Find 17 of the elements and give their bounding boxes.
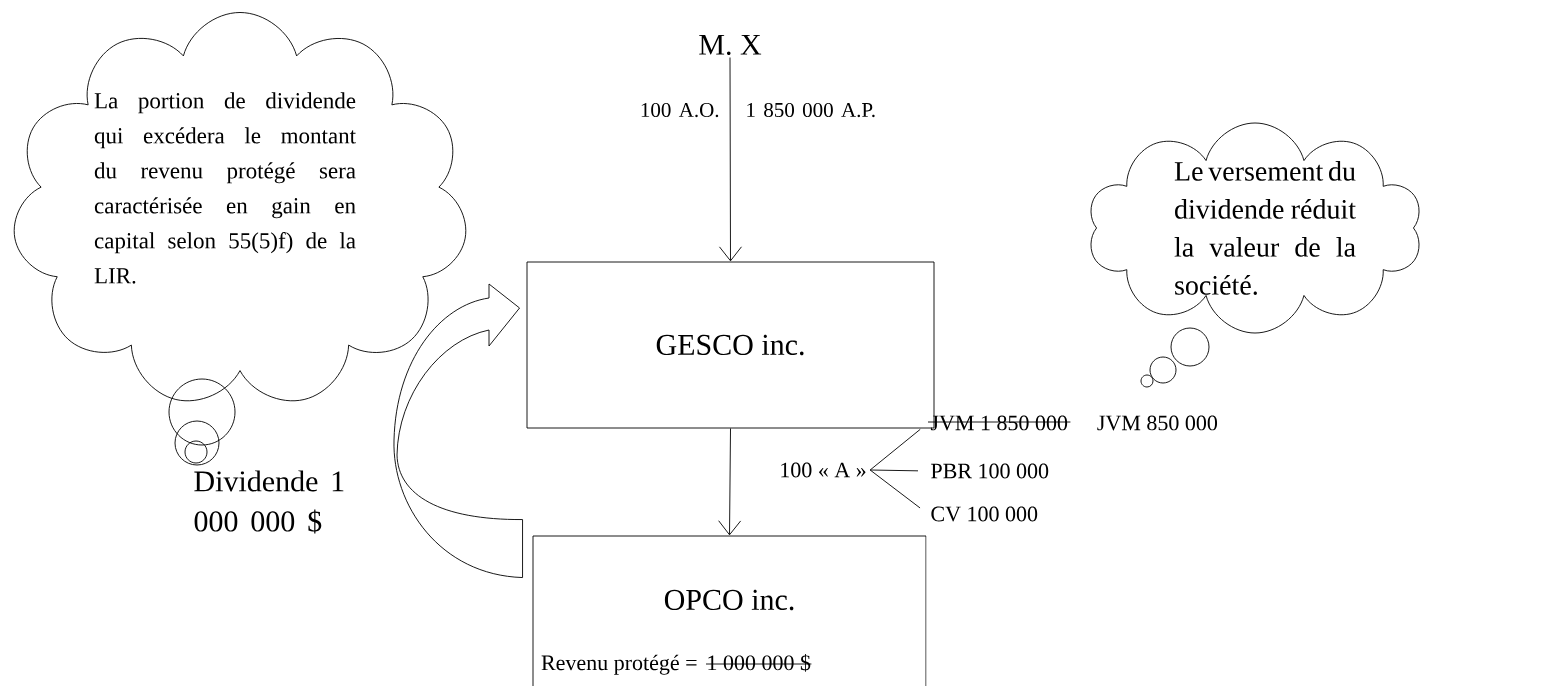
text-label: 100 A.O. [641, 102, 719, 118]
thought-cloud: Le versement du dividende réduit la valeur de la société. [1090, 122, 1420, 388]
share-class-label: 100 « A » [781, 462, 866, 478]
value-label: CV 100 000 [931, 506, 1038, 522]
value-label: JVM 850 000 [1097, 415, 1218, 431]
company-box: OPCO inc. Revenu protégé = 1 000 000 $ [532, 535, 927, 686]
branch-line [869, 428, 921, 471]
text-label: Dividende 1 000 000 $ [194, 470, 344, 534]
value-label: PBR 100 000 [931, 463, 1049, 479]
curved-block-arrow [393, 283, 523, 578]
arrow [719, 57, 742, 262]
branch-line [869, 469, 921, 509]
owner-label: M. X [699, 34, 762, 56]
arrow [718, 428, 742, 536]
thought-cloud: La portion de dividende qui excédera le montant du revenu protégé sera caractérisée en gain en capital selon 55(5)f) de la LIR. [13, 12, 467, 466]
text-label: 1 850 000 A.P. [747, 102, 875, 118]
branch-line [869, 469, 919, 472]
